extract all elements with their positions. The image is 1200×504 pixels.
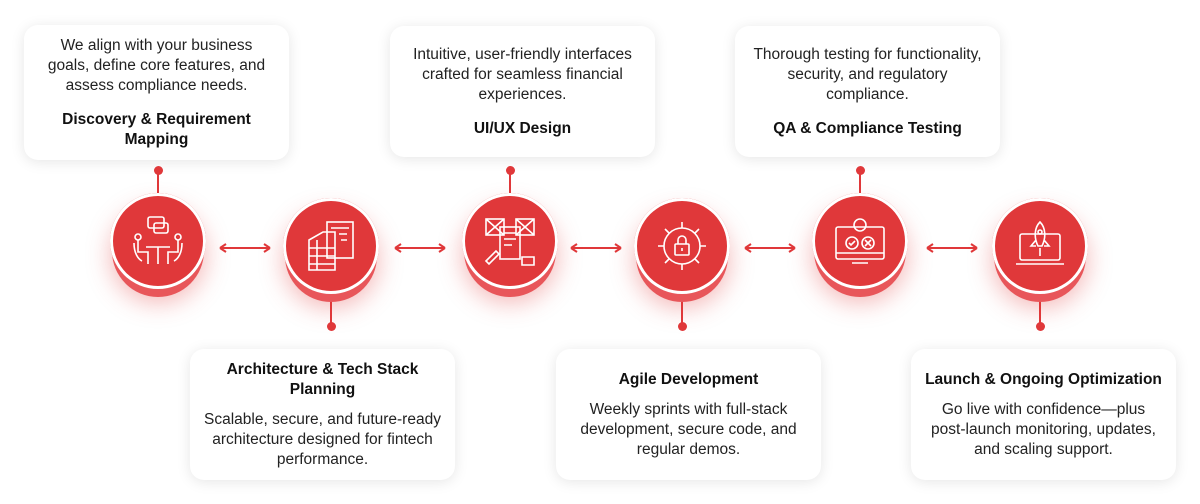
connector-line bbox=[859, 172, 861, 196]
connector-dot bbox=[678, 322, 687, 331]
step-title: Architecture & Tech Stack Planning bbox=[226, 360, 419, 398]
architecture-icon bbox=[308, 221, 354, 271]
rocket-launch-icon bbox=[1016, 220, 1064, 265]
step-card-discovery: We align with your business goals, defin… bbox=[24, 25, 289, 160]
step-card-qa: Thorough testing for functionality, secu… bbox=[735, 26, 1000, 157]
connector-dot bbox=[154, 166, 163, 175]
gear-lock-icon bbox=[658, 222, 706, 270]
step-description: Scalable, secure, and future-ready archi… bbox=[204, 410, 441, 468]
connector-dot bbox=[327, 322, 336, 331]
step-card-development: Agile Development Weekly sprints with fu… bbox=[556, 349, 821, 480]
step-title: Discovery & Requirement Mapping bbox=[62, 110, 251, 148]
step-node-development bbox=[634, 198, 730, 294]
step-description: Weekly sprints with full-stack developme… bbox=[580, 400, 797, 458]
step-card-launch: Launch & Ongoing Optimization Go live wi… bbox=[911, 349, 1176, 480]
step-title: Launch & Ongoing Optimization bbox=[925, 370, 1162, 388]
connector-dot bbox=[1036, 322, 1045, 331]
connector-line bbox=[330, 298, 332, 324]
double-arrow-icon bbox=[219, 243, 271, 253]
step-card-architecture: Architecture & Tech Stack Planning Scala… bbox=[190, 349, 455, 480]
double-arrow-icon bbox=[570, 243, 622, 253]
step-node-launch bbox=[992, 198, 1088, 294]
step-title: Agile Development bbox=[618, 370, 759, 388]
connector-line bbox=[157, 172, 159, 196]
step-description: Intuitive, user-friendly interfaces craf… bbox=[413, 45, 632, 103]
testing-icon bbox=[835, 218, 885, 264]
step-description: Go live with confidence—plus post-launch… bbox=[931, 400, 1156, 458]
step-card-uiux: Intuitive, user-friendly interfaces craf… bbox=[390, 26, 655, 157]
step-node-uiux bbox=[462, 193, 558, 289]
step-description: Thorough testing for functionality, secu… bbox=[753, 45, 982, 103]
step-node-discovery bbox=[110, 193, 206, 289]
wireframe-icon bbox=[484, 218, 535, 266]
connector-dot bbox=[856, 166, 865, 175]
double-arrow-icon bbox=[744, 243, 796, 253]
double-arrow-icon bbox=[394, 243, 446, 253]
connector-dot bbox=[506, 166, 515, 175]
step-node-qa bbox=[812, 193, 908, 289]
step-title: QA & Compliance Testing bbox=[773, 119, 962, 137]
connector-line bbox=[1039, 298, 1041, 324]
step-title: UI/UX Design bbox=[473, 119, 572, 137]
meeting-icon bbox=[133, 216, 183, 264]
step-node-architecture bbox=[283, 198, 379, 294]
step-description: We align with your business goals, defin… bbox=[47, 36, 266, 94]
connector-line bbox=[681, 298, 683, 324]
double-arrow-icon bbox=[926, 243, 978, 253]
connector-line bbox=[509, 172, 511, 196]
